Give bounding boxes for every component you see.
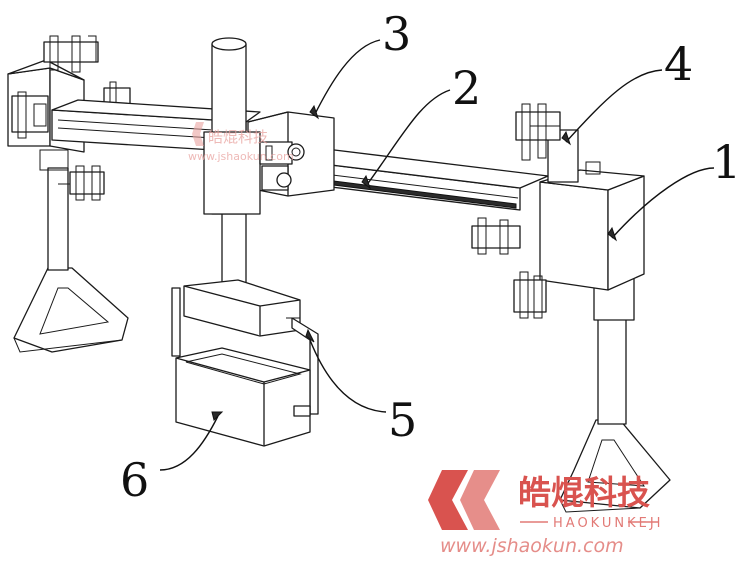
leader-lines (159, 39, 715, 471)
trolley-block (203, 111, 335, 215)
right-support-stand (471, 103, 671, 513)
left-clamp-side (11, 91, 49, 139)
watermark-faint-brand: 皓焜科技 (208, 128, 268, 146)
left-clamp-lower (58, 165, 105, 201)
part-label-1: 1 (712, 135, 741, 189)
right-clamp-top (515, 103, 561, 161)
left-support-stand (7, 35, 131, 353)
part-label-2: 2 (452, 61, 481, 115)
leader-4 (565, 69, 663, 143)
hanging-basket (171, 279, 319, 447)
left-clamp-top (43, 35, 99, 73)
leader-1 (611, 167, 715, 239)
watermark-logo: 皓焜科技 HAOKUNKEJI www.jshaokun.com (428, 470, 664, 557)
part-label-6: 6 (120, 453, 149, 507)
leader-2 (365, 89, 451, 187)
watermark-url: www.jshaokun.com (440, 535, 624, 557)
part-label-4: 4 (664, 37, 693, 91)
watermark-faint-url: www.jshaokun.com (188, 150, 294, 163)
watermark-romanized: HAOKUNKEJI (553, 516, 664, 531)
part-label-5: 5 (388, 393, 417, 447)
leader-5 (309, 339, 387, 413)
watermark-faint: 皓焜科技 www.jshaokun.com (188, 122, 294, 163)
part-label-3: 3 (382, 7, 411, 61)
leader-3 (313, 39, 381, 117)
leader-6 (159, 415, 219, 471)
right-clamp-mid (471, 217, 521, 255)
right-clamp-lower (513, 271, 547, 319)
watermark-brand: 皓焜科技 (518, 473, 650, 512)
watermark-k-logo (428, 470, 468, 530)
